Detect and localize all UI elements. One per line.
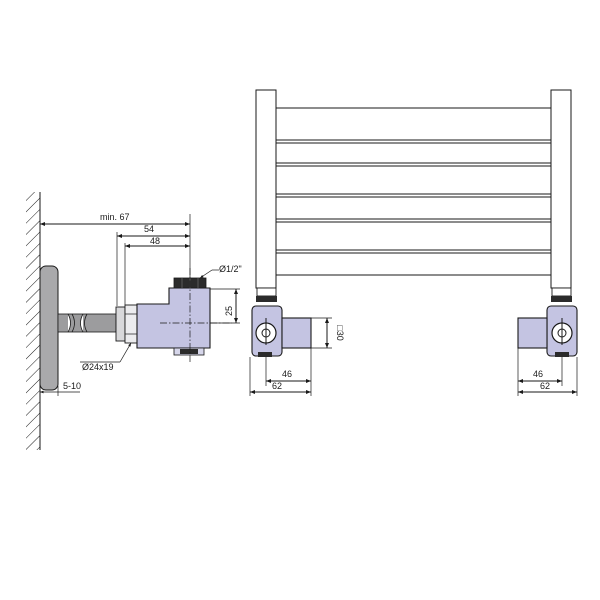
dim-label-left-46: 46 xyxy=(282,369,292,379)
compression-nut xyxy=(115,306,126,342)
leader-pipe-size xyxy=(119,342,132,363)
right-valve-front xyxy=(517,287,578,357)
dim-label-left-62: 62 xyxy=(272,381,282,391)
supply-pipe xyxy=(57,313,117,333)
dim-label-min-67: min. 67 xyxy=(100,212,130,222)
wall-hatch xyxy=(26,192,40,450)
radiator-right-tube xyxy=(550,89,572,289)
leader-thread xyxy=(199,269,213,279)
left-valve-front xyxy=(251,287,312,357)
label-thread-size: Ø1/2" xyxy=(219,264,242,274)
nut-hex xyxy=(124,304,138,344)
dim-label-right-62: 62 xyxy=(540,381,550,391)
dim-label-square-30: □30 xyxy=(335,325,345,340)
side-view: min. 67 54 48 25 Ø1/2" Ø24x19 5-10 xyxy=(26,192,242,450)
front-view: □30 46 62 46 62 xyxy=(249,89,578,396)
dim-label-right-46: 46 xyxy=(533,369,543,379)
dim-label-5-10: 5-10 xyxy=(63,381,81,391)
radiator-rails xyxy=(276,107,551,276)
dim-label-25: 25 xyxy=(224,306,234,316)
wall-rosette xyxy=(39,265,59,391)
valve-body xyxy=(136,287,211,349)
left-valve-side-block xyxy=(281,317,312,349)
dim-label-48: 48 xyxy=(150,236,160,246)
radiator-left-tube xyxy=(255,89,277,289)
dim-label-54: 54 xyxy=(144,224,154,234)
bottom-cap-hex xyxy=(180,349,198,354)
label-pipe-size: Ø24x19 xyxy=(82,362,114,372)
right-valve-side-block xyxy=(517,317,548,349)
